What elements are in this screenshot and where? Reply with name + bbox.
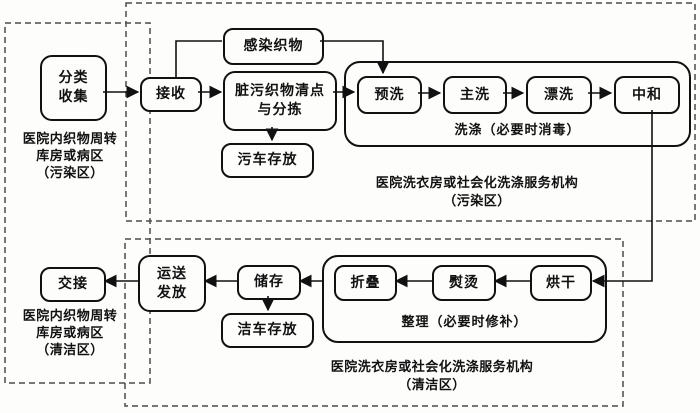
node-dirty-cart-storage: 污车存放: [221, 143, 314, 178]
zone-left-border: [4, 22, 151, 384]
zone-label-laundry-contaminated: 医院洗衣房或社会化洗涤服务机构 （污染区）: [375, 175, 579, 208]
node-fold: 折叠: [334, 265, 397, 301]
node-dry: 烘干: [530, 265, 592, 301]
node-receive: 接收: [140, 77, 202, 112]
zone-top-border: [125, 2, 696, 222]
node-dirty-sort: 脏污织物清点 与分拣: [223, 71, 337, 131]
node-handover: 交接: [40, 267, 106, 302]
washing-group-label: 洗涤（必要时消毒）: [454, 122, 581, 137]
node-prewash: 预洗: [357, 76, 422, 114]
node-transport-issue: 运送 发放: [138, 255, 206, 312]
zone-label-left-contaminated: 医院内织物周转 库房或病区 （污染区）: [22, 131, 118, 180]
node-storage: 储存: [237, 265, 301, 300]
node-infected-fabric: 感染织物: [223, 28, 324, 65]
node-main-wash: 主洗: [443, 76, 507, 114]
node-neutralize: 中和: [614, 76, 680, 114]
node-iron: 熨烫: [432, 265, 496, 301]
zone-bottom-border: [124, 238, 624, 407]
zone-label-laundry-clean: 医院洗衣房或社会化洗涤服务机构 （清洁区）: [330, 359, 534, 392]
zone-label-left-clean: 医院内织物周转 库房或病区 （清洁区）: [22, 308, 118, 357]
finishing-group-label: 整理（必要时修补）: [401, 314, 528, 329]
node-classify-collect: 分类 收集: [40, 55, 107, 121]
node-clean-cart-storage: 洁车存放: [221, 313, 314, 348]
node-rinse: 漂洗: [526, 76, 592, 114]
